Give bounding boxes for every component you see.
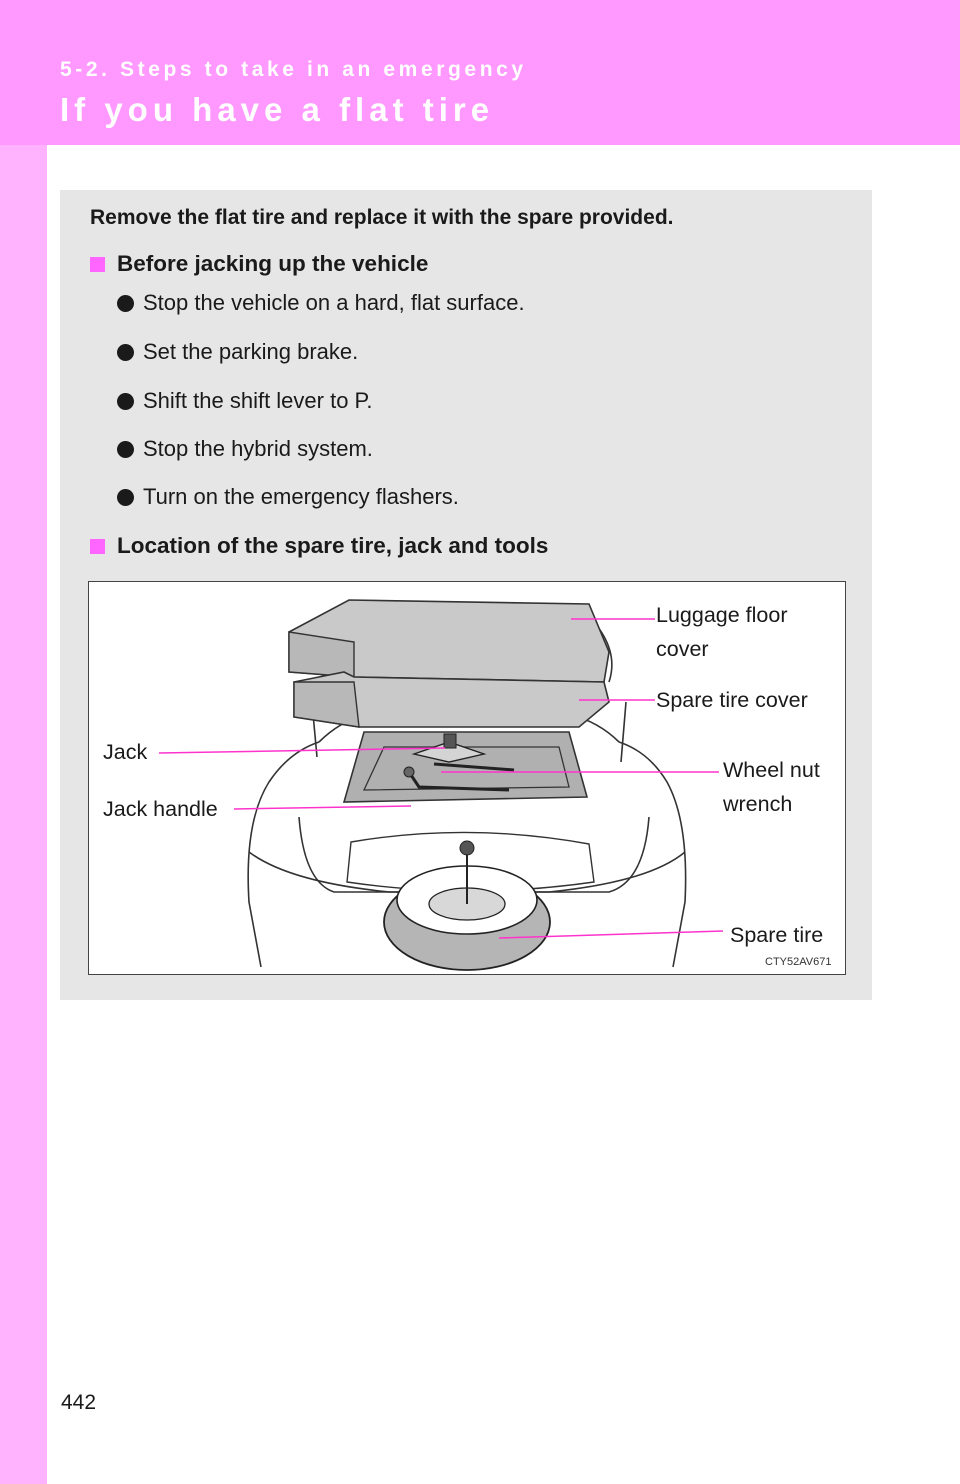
label-wheel-nut-wrench-line2: wrench (723, 792, 793, 816)
step-item: Shift the shift lever to P. (117, 388, 373, 414)
heading-location-text: Location of the spare tire, jack and too… (117, 533, 549, 558)
heading-location: Location of the spare tire, jack and too… (90, 533, 548, 559)
leader-line-jack-handle (233, 805, 412, 810)
heading-before-jacking-text: Before jacking up the vehicle (117, 251, 429, 276)
step-text: Turn on the emergency flashers. (143, 484, 459, 509)
step-text: Shift the shift lever to P. (143, 388, 373, 413)
square-bullet-icon (90, 256, 105, 272)
label-spare-tire-cover: Spare tire cover (656, 688, 808, 712)
trunk-illustration: Luggage floor cover Spare tire cover Jac… (88, 581, 846, 975)
label-luggage-floor-cover-line1: Luggage floor (656, 603, 788, 627)
side-strip (0, 145, 47, 1484)
heading-before-jacking: Before jacking up the vehicle (90, 251, 428, 277)
step-item: Stop the vehicle on a hard, flat surface… (117, 290, 525, 316)
label-jack-handle: Jack handle (103, 797, 218, 821)
label-wheel-nut-wrench: Wheel nut wrench (723, 753, 820, 821)
step-text: Stop the vehicle on a hard, flat surface… (143, 290, 525, 315)
section-label: 5-2. Steps to take in an emergency (60, 58, 527, 81)
leader-line-jack (158, 747, 446, 754)
step-text: Stop the hybrid system. (143, 436, 373, 461)
label-jack: Jack (103, 740, 148, 764)
bullet-icon (117, 488, 134, 506)
page-header (0, 0, 960, 145)
figure-code: CTY52AV671 (765, 956, 832, 968)
label-luggage-floor-cover-line2: cover (656, 637, 709, 661)
step-text: Set the parking brake. (143, 339, 359, 364)
label-luggage-floor-cover: Luggage floor cover (656, 598, 788, 666)
square-bullet-icon (90, 538, 105, 554)
step-item: Set the parking brake. (117, 339, 358, 365)
intro-text: Remove the flat tire and replace it with… (90, 206, 674, 229)
bullet-icon (117, 392, 134, 410)
page-title: If you have a flat tire (60, 91, 495, 128)
step-item: Turn on the emergency flashers. (117, 484, 459, 510)
label-spare-tire: Spare tire (730, 923, 824, 947)
page-number: 442 (61, 1391, 97, 1414)
step-item: Stop the hybrid system. (117, 436, 373, 462)
bullet-icon (117, 294, 134, 312)
label-wheel-nut-wrench-line1: Wheel nut (723, 758, 820, 782)
bullet-icon (117, 343, 134, 361)
leader-line-spare-tire (498, 930, 724, 939)
bullet-icon (117, 440, 134, 458)
trunk-drawing (158, 599, 724, 971)
